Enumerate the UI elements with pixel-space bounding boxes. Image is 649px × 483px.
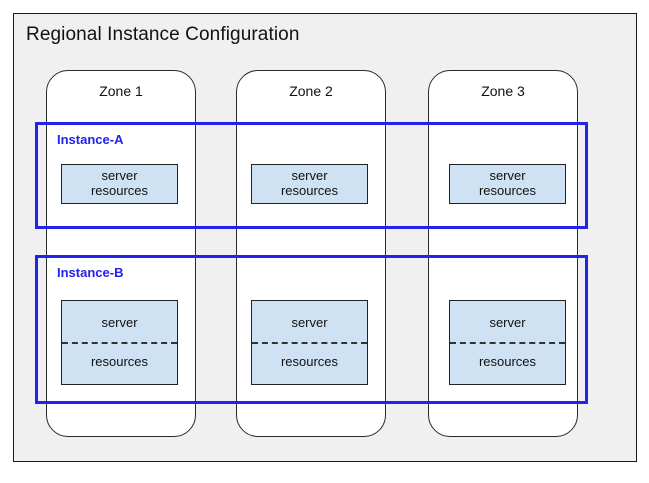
instance-label-b: Instance-B xyxy=(57,265,124,280)
resource-box-a1: server resources xyxy=(61,164,178,204)
resource-box-b3: server resources xyxy=(449,300,566,385)
resource-label-line2: resources xyxy=(478,353,537,369)
resource-box-b2: server resources xyxy=(251,300,368,385)
resource-label-line1: server xyxy=(291,314,328,330)
zone-label-3: Zone 3 xyxy=(481,83,525,99)
resource-label-line2: resources xyxy=(90,183,149,198)
resource-label-line1: server xyxy=(101,314,138,330)
resource-label-line1: server xyxy=(489,168,526,184)
instance-band-a: Instance-A xyxy=(35,122,588,229)
instance-band-b: Instance-B xyxy=(35,255,588,404)
resource-label-line2: resources xyxy=(280,353,339,369)
resource-label-line2: resources xyxy=(478,183,537,198)
resource-label-line1: server xyxy=(101,168,138,184)
zone-label-1: Zone 1 xyxy=(99,83,143,99)
zone-label-2: Zone 2 xyxy=(289,83,333,99)
dashed-divider xyxy=(62,341,177,344)
dashed-divider xyxy=(450,341,565,344)
resource-box-b1: server resources xyxy=(61,300,178,385)
resource-label-line1: server xyxy=(489,314,526,330)
resource-label-line2: resources xyxy=(90,353,149,369)
resource-label-line2: resources xyxy=(280,183,339,198)
resource-box-a3: server resources xyxy=(449,164,566,204)
dashed-divider xyxy=(252,341,367,344)
page-title: Regional Instance Configuration xyxy=(26,24,300,45)
resource-label-line1: server xyxy=(291,168,328,184)
resource-box-a2: server resources xyxy=(251,164,368,204)
instance-label-a: Instance-A xyxy=(57,132,124,147)
